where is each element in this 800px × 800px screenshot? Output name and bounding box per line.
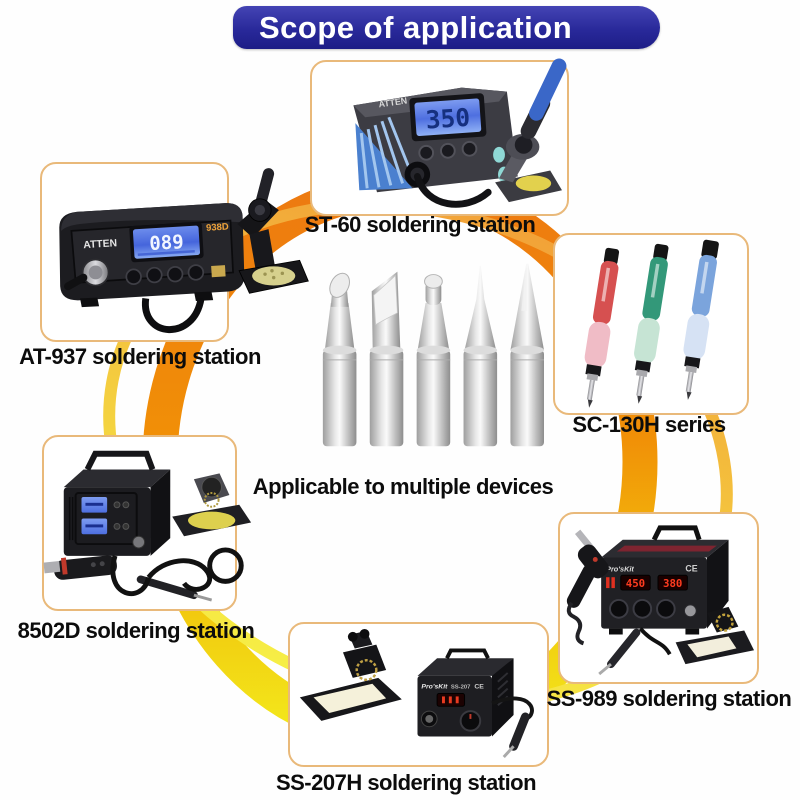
ss207h-body: Pro'sKit SS-207 CE [417, 648, 514, 737]
ss989-iron [598, 627, 672, 676]
label-st60: ST-60 soldering station [304, 212, 536, 237]
ss989-brand-text: Pro'sKit [606, 564, 634, 573]
ss989-display-iron: 380 [663, 577, 682, 590]
tip-knife [369, 271, 404, 447]
ss989-ce-mark: CE [685, 563, 697, 573]
st60-body: 350 ATTEN [353, 87, 518, 208]
tip-hoof [416, 274, 451, 447]
page-title: Scope of application [259, 9, 573, 45]
ss989-body: Pro'sKit CE 450 380 [601, 525, 729, 635]
ss207h-brand-text: Pro'sKit [421, 684, 448, 691]
sc130h-iron-red [584, 247, 620, 408]
st60-iron-holder [495, 170, 562, 203]
title-banner: Scope of application [233, 6, 660, 49]
label-8502d: 8502D soldering station [17, 618, 255, 643]
soldering-tips-photo [322, 263, 544, 447]
8502d-handle [84, 450, 156, 471]
st60-display-value: 350 [425, 103, 471, 135]
8502d-cable-2 [146, 558, 213, 592]
ss207h-station-photo: Pro'sKit SS-207 CE [299, 628, 534, 759]
ss989-station-photo: Pro'sKit CE 450 380 [566, 525, 755, 676]
ss207h-handle [445, 648, 490, 660]
label-ss207h: SS-207H soldering station [275, 770, 537, 795]
label-ss989: SS-989 soldering station [546, 686, 792, 711]
8502d-body [63, 450, 171, 556]
ss989-display-air: 450 [626, 577, 645, 590]
tip-bevel [322, 272, 357, 447]
ss207h-iron [491, 696, 534, 759]
sc130h-iron-blue [683, 239, 719, 400]
ss989-iron-stand [675, 606, 755, 665]
st60-cable [413, 172, 492, 208]
sc130h-iron-green [634, 243, 669, 404]
label-sc130h: SC-130H series [572, 412, 726, 437]
caption-tips: Applicable to multiple devices [252, 474, 554, 499]
at937-brand-text: ATTEN [83, 238, 117, 251]
8502d-cable-1 [110, 555, 151, 596]
8502d-station-photo [43, 450, 252, 602]
at937-body: ATTEN 089 938D [59, 203, 245, 334]
ss207h-iron-holder [299, 628, 402, 721]
at937-model-text: 938D [206, 221, 229, 233]
8502d-cable-loop [207, 547, 244, 584]
at937-cable [142, 297, 205, 334]
ss989-hot-air-gun [566, 529, 609, 646]
ss989-handle [651, 525, 702, 541]
ss207h-ce-mark: CE [474, 684, 484, 691]
8502d-iron-holder [172, 473, 252, 537]
st60-iron [499, 58, 567, 183]
label-at937: AT-937 soldering station [19, 344, 261, 369]
st60-station-photo: 350 ATTEN [353, 58, 567, 208]
at937-iron-holder [237, 168, 309, 294]
tip-conical [510, 263, 544, 447]
8502d-hot-air-gun [43, 555, 117, 580]
st60-brand-text: ATTEN [378, 95, 408, 109]
at937-station-photo: ATTEN 089 938D [59, 168, 309, 334]
sc130h-irons-photo [584, 239, 719, 408]
tip-conical-fine [463, 265, 498, 447]
ss207h-model-text: SS-207 [451, 685, 471, 691]
